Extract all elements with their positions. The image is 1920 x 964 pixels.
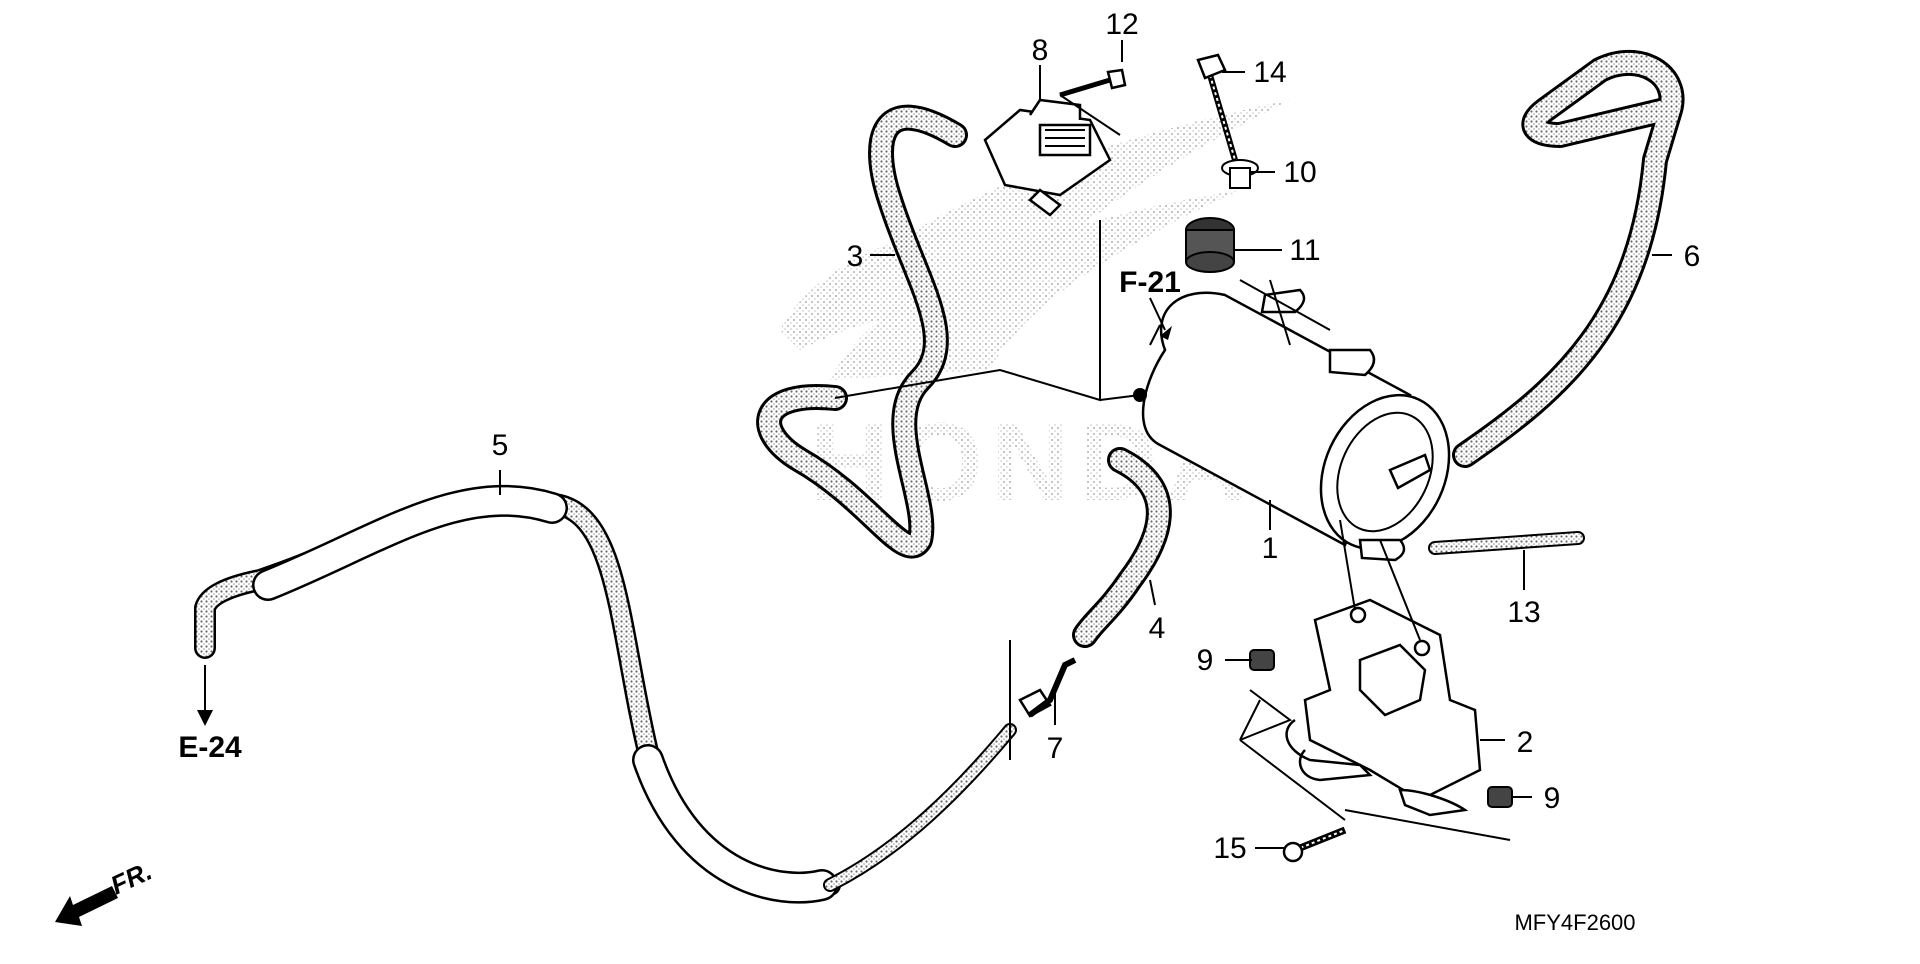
- connector-7: [1018, 657, 1077, 718]
- hose-4: [1072, 447, 1172, 648]
- callout-7: 7: [1047, 732, 1064, 765]
- callout-12: 12: [1105, 8, 1138, 41]
- collar-10: [1221, 159, 1259, 189]
- callout-1: 1: [1262, 532, 1279, 565]
- screw-12: [1059, 68, 1127, 98]
- callout-3: 3: [847, 240, 864, 273]
- callout-13: 13: [1507, 596, 1540, 629]
- grommet-11: [1185, 217, 1235, 273]
- callout-5: 5: [492, 429, 509, 462]
- hose-5: [194, 484, 1017, 904]
- ref-e24: E-24: [178, 731, 242, 764]
- grommet-9a: [1249, 649, 1275, 671]
- valve-8: [983, 98, 1112, 217]
- drawing-code: MFY4F2600: [1514, 910, 1635, 935]
- callout-2: 2: [1517, 726, 1534, 759]
- hose-13: [1428, 531, 1585, 555]
- callout-8: 8: [1032, 34, 1049, 67]
- callout-4: 4: [1149, 612, 1166, 645]
- callout-10: 10: [1283, 156, 1316, 189]
- hose-3: [756, 104, 968, 559]
- front-direction-arrow: FR.: [55, 856, 157, 926]
- assembly-lines: [834, 94, 1511, 841]
- bolt-15: [1282, 826, 1347, 863]
- bolt-14: [1196, 53, 1238, 161]
- callout-9a: 9: [1197, 644, 1214, 677]
- bracket-2: [1285, 598, 1482, 817]
- hose-6: [1452, 49, 1685, 468]
- callout-labels: 1 2 3 4 5 6 7 8 9 9 10 11 12 13 14 15: [492, 8, 1701, 865]
- callout-15: 15: [1213, 832, 1246, 865]
- callout-11: 11: [1289, 234, 1320, 267]
- grommet-9b: [1487, 786, 1513, 808]
- callout-9b: 9: [1544, 782, 1561, 815]
- canister-1: [1133, 288, 1451, 562]
- leader-lines: [197, 40, 1672, 849]
- callout-6: 6: [1684, 240, 1701, 273]
- callout-14: 14: [1253, 56, 1286, 89]
- ref-f21: F-21: [1119, 266, 1181, 299]
